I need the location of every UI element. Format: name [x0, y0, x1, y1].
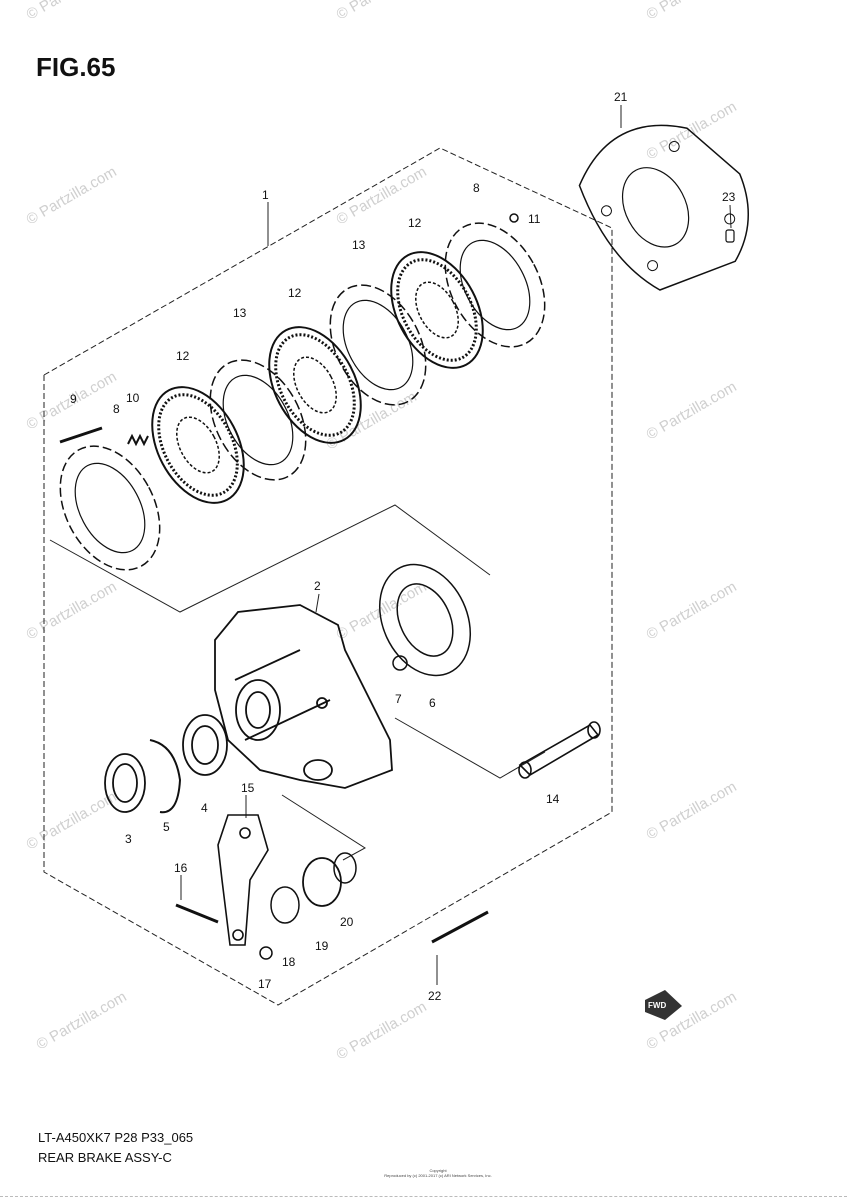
callout-17: 17 — [258, 977, 272, 991]
friction-plate-12-right — [390, 251, 484, 369]
brake-housing-2 — [214, 604, 393, 789]
watermark-stamp: © Partzilla.com — [644, 778, 740, 843]
bolt-22 — [431, 910, 489, 944]
callout-21: 21 — [614, 90, 628, 104]
separator-plate-13-right — [329, 284, 427, 406]
callout-7: 7 — [395, 692, 402, 706]
gasket-21 — [578, 124, 749, 291]
shaft-14 — [518, 721, 601, 779]
bearing-4 — [182, 714, 228, 776]
seal-20 — [333, 852, 357, 884]
callout-5: 5 — [163, 820, 170, 834]
washer-18 — [270, 886, 300, 924]
pressure-plate-8-left — [59, 445, 161, 571]
figure-title: FIG.65 — [36, 52, 116, 82]
copyright-line-2: Reproduced by (c) 2001-2017 (c) ARI Netw… — [384, 1173, 492, 1178]
bolt-11 — [509, 213, 519, 223]
fwd-direction-arrow: FWD — [645, 990, 682, 1020]
watermark-stamp: © Partzilla.com — [324, 388, 420, 453]
fwd-label: FWD — [648, 1001, 666, 1010]
callout-12-middle: 12 — [288, 286, 302, 300]
callout-18: 18 — [282, 955, 296, 969]
callout-6: 6 — [429, 696, 436, 710]
watermark-stamp: © Partzilla.com — [34, 988, 130, 1053]
callout-13-left: 13 — [233, 306, 247, 320]
guide-lines — [49, 105, 732, 985]
callout-9: 9 — [70, 392, 77, 406]
spring-10 — [127, 433, 149, 447]
callout-10: 10 — [126, 391, 140, 405]
model-code-caption: LT-A450XK7 P28 P33_065 — [38, 1130, 194, 1145]
pin-9 — [59, 426, 103, 444]
spring-19 — [302, 857, 342, 907]
watermark-stamp: © Partzilla.com — [644, 578, 740, 643]
callout-15: 15 — [241, 781, 255, 795]
page-border-dashed — [0, 1196, 847, 1197]
oil-seal-3 — [104, 753, 146, 813]
callout-8-right: 8 — [473, 181, 480, 195]
callout-11: 11 — [528, 212, 541, 226]
watermark-stamp: © Partzilla.com — [644, 378, 740, 443]
callout-14: 14 — [546, 792, 560, 806]
callout-1: 1 — [262, 188, 269, 202]
pressure-plate-8-right — [444, 222, 546, 348]
ball-7 — [392, 655, 408, 671]
callout-12-right: 12 — [408, 216, 422, 230]
watermark-stamp: © Partzilla.com — [334, 998, 430, 1063]
watermark-stamp: © Partzilla.com — [24, 788, 120, 853]
callout-23: 23 — [722, 190, 736, 204]
watermark-stamp: © Partzilla.com — [24, 163, 120, 228]
callout-12-left: 12 — [176, 349, 190, 363]
cover-plate-6 — [378, 563, 472, 677]
callout-labels: 1 2 3 4 5 6 7 8 8 9 10 11 12 12 12 13 13… — [70, 90, 736, 1003]
watermark-stamp: © Partzilla.com — [644, 98, 740, 163]
copyright-line-1: Copyright — [429, 1168, 447, 1173]
watermark-stamp: © Partzilla.com — [644, 0, 740, 23]
nut-17 — [259, 946, 273, 960]
callout-22: 22 — [428, 989, 442, 1003]
assembly-boundary — [43, 147, 613, 1006]
callout-16: 16 — [174, 861, 188, 875]
friction-plate-12-middle — [268, 326, 362, 444]
watermark-layer: © Partzilla.com © Partzilla.com © Partzill… — [24, 0, 740, 1063]
callout-13-right: 13 — [352, 238, 366, 252]
callout-8-left: 8 — [113, 402, 120, 416]
callout-20: 20 — [340, 915, 354, 929]
watermark-stamp: © Partzilla.com — [334, 0, 430, 23]
watermark-stamp: © Partzilla.com — [334, 578, 430, 643]
callout-4: 4 — [201, 801, 208, 815]
watermark-stamp: © Partzilla.com — [24, 578, 120, 643]
callout-19: 19 — [315, 939, 329, 953]
friction-plate-12-left — [151, 386, 245, 504]
callout-3: 3 — [125, 832, 132, 846]
separator-plate-13-left — [209, 359, 307, 481]
circlip-5 — [149, 739, 182, 814]
assembly-name-caption: REAR BRAKE ASSY-C — [38, 1150, 172, 1165]
watermark-stamp: © Partzilla.com — [24, 0, 120, 23]
bolt-16 — [175, 903, 219, 924]
dowel-pin-23 — [725, 229, 735, 243]
copyright-notice: Copyright Reproduced by (c) 2001-2017 (c… — [368, 1168, 508, 1178]
callout-2: 2 — [314, 579, 321, 593]
lever-15 — [217, 814, 269, 946]
